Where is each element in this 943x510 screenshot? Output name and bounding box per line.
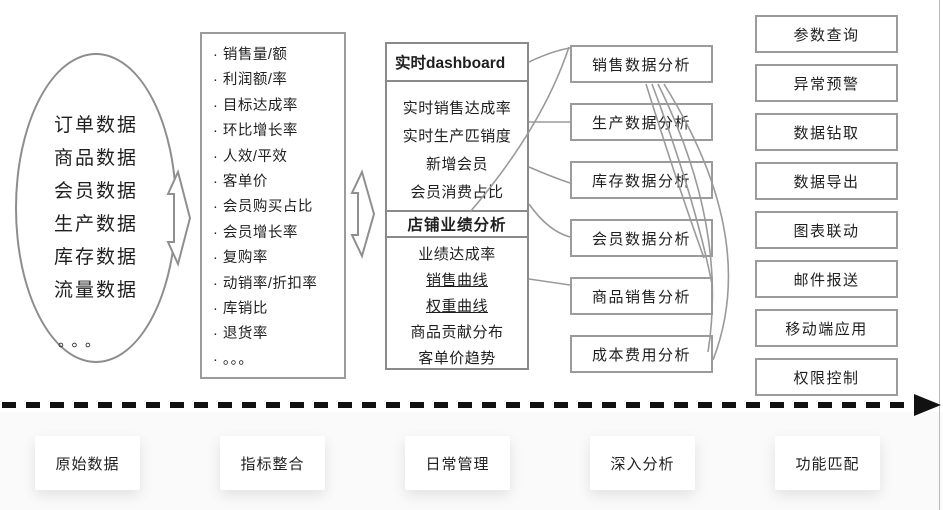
indicator-item: · 人效/平效 bbox=[213, 148, 288, 165]
stage-label-card: 原始数据 bbox=[35, 436, 140, 490]
analysis-box: 商品销售分析 bbox=[570, 277, 713, 315]
data-source-label: 商品数据 bbox=[53, 148, 138, 169]
realtime-dashboard-body: 实时销售达成率实时生产匹销度新增会员会员消费占比 bbox=[385, 80, 529, 212]
data-source-label: 流量数据 bbox=[53, 280, 138, 301]
indicator-list-box: · 销售量/额 · 利润额/率 · 目标达成率 · 环比增长率 · 人效/平效 · 客单价… bbox=[200, 32, 346, 379]
function-box: 数据钻取 bbox=[755, 113, 898, 151]
store-performance-item: 业绩达成率 bbox=[418, 246, 496, 263]
block-arrow-right-icon bbox=[350, 169, 376, 259]
analysis-box: 生产数据分析 bbox=[570, 103, 713, 141]
dashboard-item: 实时销售达成率 bbox=[402, 100, 512, 117]
store-performance-item: 销售曲线 bbox=[425, 272, 488, 289]
dashboard-item: 新增会员 bbox=[425, 156, 488, 173]
function-column: 参数查询异常预警数据钻取数据导出图表联动邮件报送移动端应用权限控制 bbox=[755, 15, 898, 396]
dashboard-item: 实时生产匹销度 bbox=[402, 128, 512, 145]
stage-label-card: 功能匹配 bbox=[775, 436, 880, 490]
indicator-item: · 销售量/额 bbox=[213, 47, 288, 63]
indicator-item: · 动销率/折扣率 bbox=[213, 275, 318, 292]
store-performance-item: 商品贡献分布 bbox=[410, 324, 504, 341]
analysis-box: 会员数据分析 bbox=[570, 219, 713, 257]
stage-label-card: 指标整合 bbox=[220, 436, 325, 490]
function-box: 邮件报送 bbox=[755, 260, 898, 298]
function-box: 移动端应用 bbox=[755, 309, 898, 347]
data-source-label: 生产数据 bbox=[53, 214, 138, 235]
indicator-item: · 客单价 bbox=[213, 174, 268, 191]
data-source-label: 订单数据 bbox=[53, 115, 138, 136]
function-box: 数据导出 bbox=[755, 162, 898, 200]
function-box: 参数查询 bbox=[755, 15, 898, 53]
indicator-item: · 目标达成率 bbox=[213, 97, 298, 114]
indicator-item: · 复购率 bbox=[213, 250, 268, 267]
page-right-edge bbox=[939, 0, 940, 510]
indicator-item: · 退货率 bbox=[213, 326, 268, 343]
store-performance-item: 客单价趋势 bbox=[418, 350, 496, 367]
analysis-box: 成本费用分析 bbox=[570, 335, 713, 373]
analysis-box: 销售数据分析 bbox=[570, 45, 713, 83]
dashboard-item: 会员消费占比 bbox=[410, 184, 504, 201]
indicator-item: · 。。。 bbox=[213, 351, 254, 368]
function-box: 图表联动 bbox=[755, 211, 898, 249]
data-sources-ellipsis: 。。。 bbox=[58, 333, 107, 350]
indicator-item: · 库销比 bbox=[213, 301, 268, 318]
stage-label-row: 原始数据 指标整合 日常管理 深入分析 功能匹配 bbox=[35, 436, 880, 490]
data-source-label: 库存数据 bbox=[53, 247, 138, 268]
realtime-dashboard-header: 实时dashboard bbox=[385, 42, 529, 82]
store-performance-item: 权重曲线 bbox=[425, 298, 488, 315]
store-performance-body: 业绩达成率销售曲线权重曲线商品贡献分布客单价趋势 bbox=[385, 236, 529, 370]
data-sources-ellipse: 订单数据商品数据会员数据生产数据库存数据流量数据 bbox=[15, 53, 177, 363]
indicator-item: · 利润额/率 bbox=[213, 72, 288, 89]
indicator-item: · 会员购买占比 bbox=[213, 199, 313, 216]
function-box: 权限控制 bbox=[755, 358, 898, 396]
analysis-box: 库存数据分析 bbox=[570, 161, 713, 199]
data-source-label: 会员数据 bbox=[53, 181, 138, 202]
stage-label-card: 日常管理 bbox=[405, 436, 510, 490]
stage-label-card: 深入分析 bbox=[590, 436, 695, 490]
function-box: 异常预警 bbox=[755, 64, 898, 102]
store-performance-header: 店铺业绩分析 bbox=[385, 210, 529, 238]
analysis-column: 销售数据分析生产数据分析库存数据分析会员数据分析商品销售分析成本费用分析 bbox=[570, 45, 713, 373]
indicator-item: · 会员增长率 bbox=[213, 224, 298, 241]
indicator-item: · 环比增长率 bbox=[213, 123, 298, 140]
